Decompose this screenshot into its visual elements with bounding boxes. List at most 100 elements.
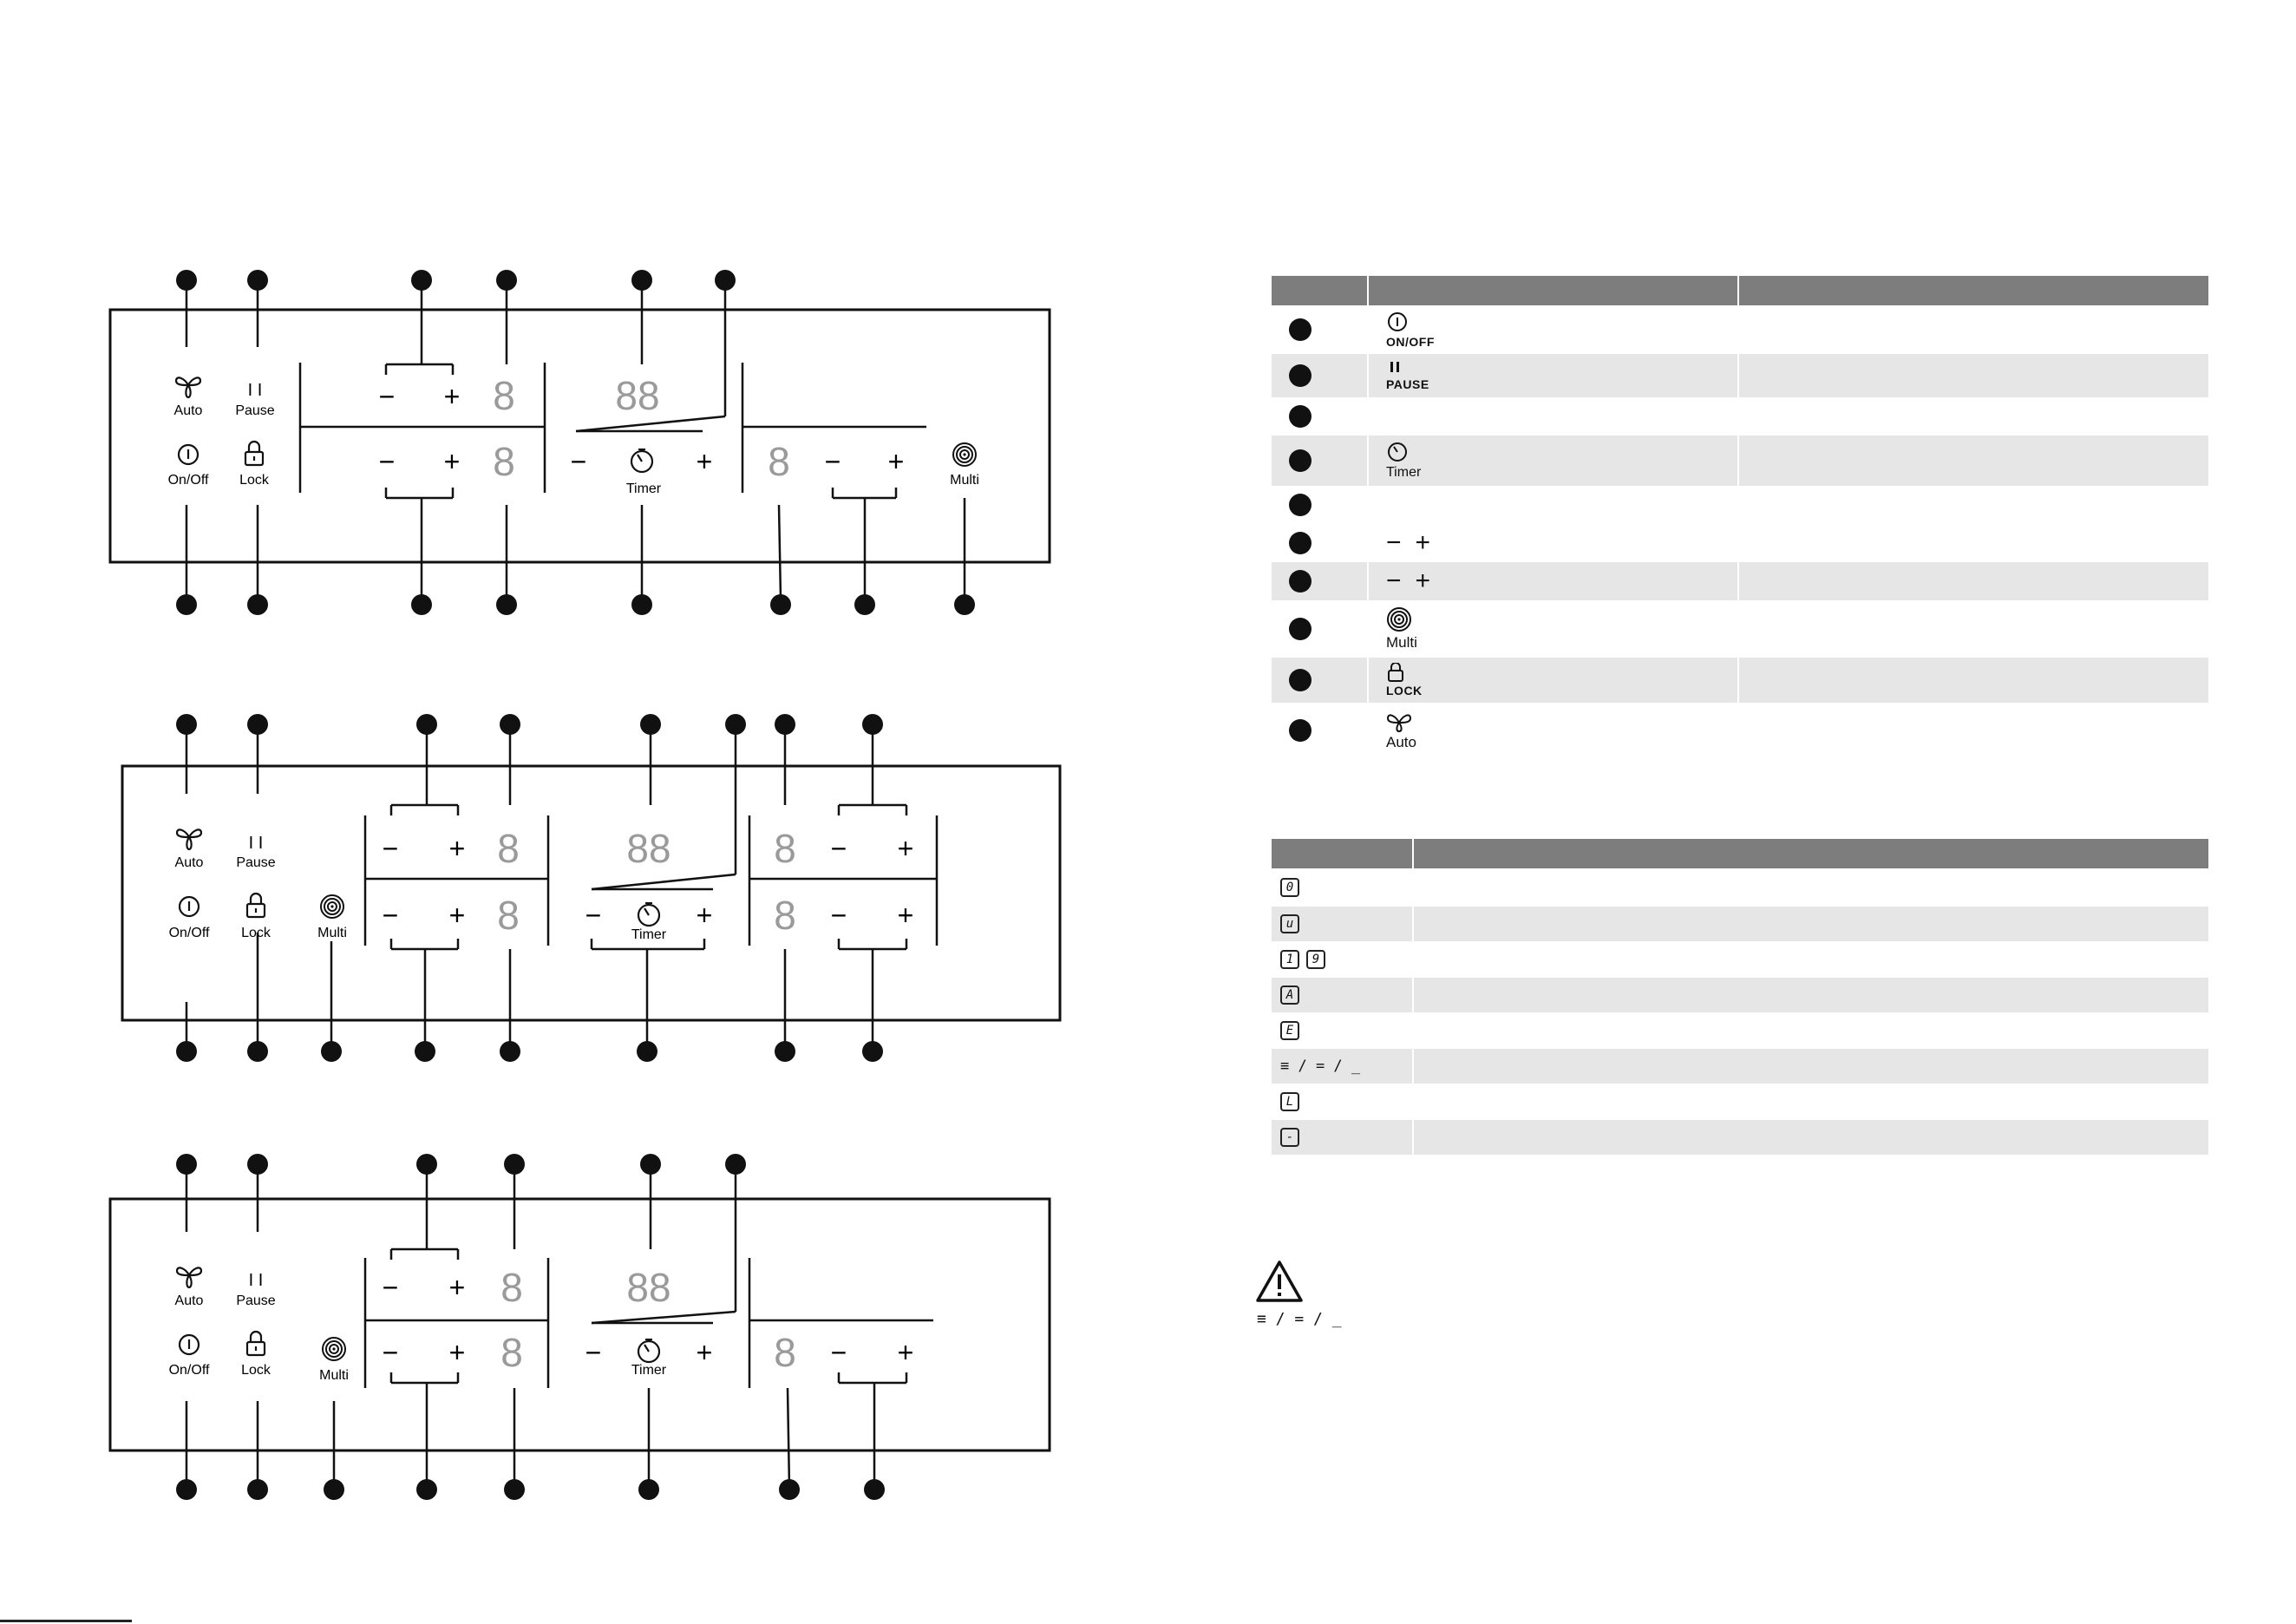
table-row: Multi bbox=[1272, 600, 2208, 658]
lock-icon bbox=[245, 1330, 266, 1357]
power-icon bbox=[178, 1333, 200, 1356]
power-display: 8 bbox=[500, 1265, 523, 1310]
power-display: 8 bbox=[497, 893, 520, 938]
pause-icon bbox=[1390, 362, 1399, 372]
timer-icon bbox=[1388, 442, 1407, 462]
minus-icon: − bbox=[1386, 566, 1402, 595]
timer-plus-button: + bbox=[697, 446, 713, 477]
table-row: E bbox=[1272, 1012, 2208, 1049]
table-row: L bbox=[1272, 1084, 2208, 1120]
table-row: Auto bbox=[1272, 703, 2208, 758]
lock-label: Lock bbox=[241, 1363, 271, 1378]
plus-button: + bbox=[898, 900, 914, 931]
fan-icon bbox=[175, 828, 203, 851]
plus-button: + bbox=[444, 446, 461, 477]
multi-label: Multi bbox=[950, 473, 979, 488]
callout-dot bbox=[1289, 449, 1312, 472]
minus-button: − bbox=[379, 446, 396, 477]
table-row: ≡ / = / _ bbox=[1272, 1049, 2208, 1084]
multi-icon bbox=[1387, 607, 1411, 632]
plus-button: + bbox=[888, 446, 905, 477]
table-row: − + bbox=[1272, 524, 2208, 562]
auto-label: Auto bbox=[175, 1293, 204, 1308]
symbol-zero: 0 bbox=[1280, 878, 1299, 897]
callout-dot bbox=[1289, 405, 1312, 428]
power-icon bbox=[1388, 312, 1407, 331]
timer-label: Timer bbox=[631, 1363, 667, 1378]
lock-label: Lock bbox=[239, 473, 270, 488]
lock-icon bbox=[245, 892, 266, 919]
table-header bbox=[1272, 839, 2208, 868]
callout-dot bbox=[1289, 570, 1312, 593]
table-row: Timer bbox=[1272, 435, 2208, 486]
timer-label: Timer bbox=[631, 927, 667, 942]
minus-button: − bbox=[383, 833, 399, 864]
table-row bbox=[1272, 486, 2208, 524]
auto-label: Auto bbox=[174, 403, 203, 418]
panel-1: Auto I I Pause On/Off Lock − + 8 − + 8 8… bbox=[108, 270, 1051, 615]
symbol-e: E bbox=[1280, 1021, 1299, 1040]
minus-button: − bbox=[825, 446, 841, 477]
callout-dot bbox=[1289, 532, 1312, 554]
minus-button: − bbox=[831, 833, 847, 864]
fan-icon bbox=[175, 1267, 203, 1289]
plus-button: + bbox=[449, 1337, 466, 1368]
auto-label: Auto bbox=[175, 855, 204, 870]
warning-text: ≡ / = / _ bbox=[1257, 1310, 1342, 1328]
pause-caption: PAUSE bbox=[1386, 377, 1429, 391]
power-display: 8 bbox=[768, 439, 790, 484]
minus-button: − bbox=[383, 900, 399, 931]
timer-display: 88 bbox=[626, 826, 670, 871]
symbol-levels: ≡ / = / _ bbox=[1280, 1058, 1361, 1075]
controls-table: ON/OFF PAUSE Timer bbox=[1272, 276, 2208, 758]
timer-icon bbox=[637, 901, 661, 927]
plus-button: + bbox=[449, 1272, 466, 1303]
lock-icon bbox=[1388, 663, 1403, 682]
pause-icon: I I bbox=[248, 381, 263, 400]
symbol-dash: - bbox=[1280, 1128, 1299, 1147]
timer-minus-button: − bbox=[585, 900, 602, 931]
pause-label: Pause bbox=[235, 403, 274, 418]
warning-icon bbox=[1256, 1261, 1303, 1302]
timer-label: Timer bbox=[626, 481, 662, 496]
symbol-l: L bbox=[1280, 1092, 1299, 1111]
pause-label: Pause bbox=[236, 855, 275, 870]
footer-rule bbox=[0, 1620, 132, 1622]
minus-button: − bbox=[383, 1272, 399, 1303]
on-off-label: On/Off bbox=[169, 1363, 210, 1378]
plus-button: + bbox=[898, 1337, 914, 1368]
plus-button: + bbox=[449, 900, 466, 931]
multi-icon bbox=[952, 442, 977, 467]
timer-display: 88 bbox=[615, 373, 659, 418]
table-row: PAUSE bbox=[1272, 354, 2208, 397]
table-row: u bbox=[1272, 907, 2208, 941]
multi-caption: Multi bbox=[1386, 634, 1417, 651]
pause-icon: I I bbox=[249, 834, 264, 853]
symbol-one: 1 bbox=[1280, 950, 1299, 969]
table-row bbox=[1272, 397, 2208, 435]
on-off-label: On/Off bbox=[168, 473, 209, 488]
power-icon bbox=[178, 895, 200, 918]
fan-icon bbox=[174, 377, 202, 399]
timer-minus-button: − bbox=[571, 446, 587, 477]
multi-label: Multi bbox=[317, 926, 347, 940]
callout-dot bbox=[1289, 364, 1312, 387]
power-display: 8 bbox=[774, 826, 796, 871]
callout-dot bbox=[1289, 618, 1312, 640]
timer-plus-button: + bbox=[697, 900, 713, 931]
timer-caption: Timer bbox=[1386, 465, 1422, 480]
panel-2: Auto I I Pause On/Off Lock Multi − + 8 −… bbox=[121, 714, 1062, 1062]
multi-icon bbox=[322, 1337, 346, 1361]
table-row: A bbox=[1272, 978, 2208, 1012]
symbol-nine: 9 bbox=[1306, 950, 1325, 969]
power-display: 8 bbox=[497, 826, 520, 871]
on-off-caption: ON/OFF bbox=[1386, 335, 1435, 349]
on-off-label: On/Off bbox=[169, 926, 210, 940]
minus-icon: − bbox=[1386, 528, 1402, 557]
timer-icon bbox=[637, 1338, 661, 1364]
timer-icon bbox=[630, 448, 654, 474]
fan-icon bbox=[1386, 714, 1412, 732]
callout-dot bbox=[1289, 318, 1312, 341]
